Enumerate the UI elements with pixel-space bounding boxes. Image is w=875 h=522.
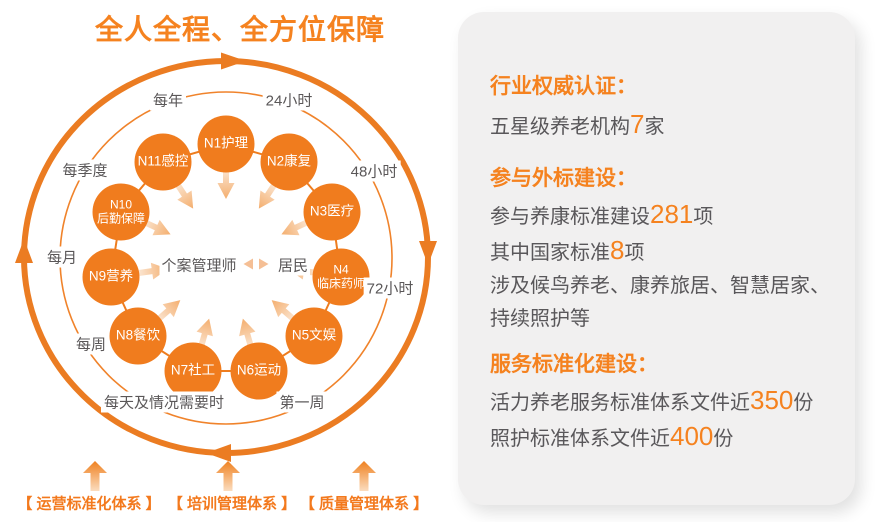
arrowhead-bottom-icon [206,444,231,462]
inward-arrow-n3-icon [281,218,311,236]
cycle-node-n6: N6运动 [230,342,288,400]
bidirectional-arrow-icon [243,258,269,270]
arrowhead-left-icon [15,239,33,263]
inward-arrow-n10-icon [141,218,171,236]
stat-text: 持续照护等 [490,308,590,330]
time-label-annual: 每年 [149,89,187,111]
time-label-24h: 24小时 [262,89,316,111]
stat-text: 家 [644,116,665,138]
stat-text: 项 [624,242,645,264]
panel-section-service-standardization: 服务标准化建设： 活力养老服务标准体系文件近350份 照护标准体系文件近400份 [490,352,831,456]
cycle-node-n3: N3医疗 [303,183,361,241]
system-label-quality: 【 质量管理体系 】 [299,495,429,513]
section-heading: 参与外标建设： [490,167,637,190]
page-title: 全人全程、全方位保障 [94,14,386,45]
node-label: N2康复 [266,153,312,169]
node-label-line2: 后勤保障 [96,211,145,225]
inward-arrow-n11-icon [173,180,194,209]
time-label-weekly: 每周 [72,333,110,355]
section-heading: 行业权威认证： [490,75,637,98]
node-label: N3医疗 [309,203,355,219]
stat-text: 活力养老服务标准体系文件近 [490,392,750,414]
system-up-arrows [83,461,376,491]
up-arrow-3-icon [352,461,376,491]
stats-panel: 行业权威认证： 五星级养老机构7家 参与外标建设： 参与养康标准建设281项 其… [458,12,855,505]
arrowhead-top-icon [221,52,246,70]
stat-line: 五星级养老机构7家 [490,108,831,144]
stat-line: 参与养康标准建设281项 [490,198,831,234]
stat-line: 涉及候鸟养老、康养旅居、智慧居家、 [490,270,831,303]
stat-text: 五星级养老机构 [490,116,630,138]
stat-number: 7 [630,109,645,139]
time-label-monthly: 每月 [43,246,81,268]
up-arrow-1-icon [83,461,107,491]
node-label: N8餐饮 [115,327,161,343]
node-label: N4 [333,262,349,277]
section-heading: 服务标准化建设： [490,353,658,376]
resident-label: 居民 [275,254,311,276]
time-label-quarterly: 每季度 [59,159,111,181]
case-manager-label: 个案管理师 [159,254,239,276]
cycle-node-n11: N11感控 [134,133,192,191]
inward-arrow-n1-icon [217,168,235,199]
stat-text: 参与养康标准建设 [490,206,650,228]
stat-text: 项 [693,206,714,228]
node-label: N1护理 [203,135,249,151]
stat-line: 持续照护等 [490,303,831,336]
cycle-node-n10: N10 后勤保障 [92,183,150,241]
up-arrow-2-icon [216,461,240,491]
cycle-node-n4: N4 临床药师 [312,248,370,306]
cycle-direction-arrowheads [15,52,437,462]
cycle-node-n7: N7社工 [164,342,222,400]
time-label-72h: 72小时 [363,277,417,299]
stat-text: 份 [793,392,814,414]
stat-number: 400 [670,421,714,451]
inward-arrow-n6-icon [239,318,256,350]
panel-section-certification: 行业权威认证： 五星级养老机构7家 [490,74,831,144]
node-label: N6运动 [236,362,282,378]
time-label-first-week: 第一周 [276,391,328,413]
stat-number: 8 [610,235,625,265]
panel-section-external-standards: 参与外标建设： 参与养康标准建设281项 其中国家标准8项 涉及候鸟养老、康养旅… [490,166,831,336]
cycle-node-n1: N1护理 [197,115,255,173]
stat-text: 涉及候鸟养老、康养旅居、智慧居家、 [490,275,830,297]
node-label-line2: 临床药师 [316,276,365,290]
stat-text: 其中国家标准 [490,242,610,264]
inward-arrow-n7-icon [196,318,213,350]
time-label-daily-asneeded: 每天及情况需要时 [100,391,228,413]
stat-number: 281 [650,199,694,229]
inward-arrow-n8-icon [154,300,181,323]
stat-number: 350 [750,385,794,415]
node-label: N9营养 [88,268,134,284]
stat-line: 其中国家标准8项 [490,234,831,270]
system-label-operations: 【 运营标准化体系 】 [17,495,161,513]
cycle-node-n8: N8餐饮 [109,307,167,365]
stat-line: 照护标准体系文件近400份 [490,420,831,456]
node-label: N7社工 [170,362,216,378]
inward-arrow-n5-icon [271,300,298,323]
node-label: N11感控 [137,153,189,169]
system-label-training: 【 培训管理体系 】 [167,495,297,513]
cycle-node-n5: N5文娱 [285,307,343,365]
stat-text: 照护标准体系文件近 [490,428,670,450]
stat-line: 活力养老服务标准体系文件近350份 [490,384,831,420]
cycle-node-n9: N9营养 [82,248,140,306]
time-label-48h: 48小时 [347,160,401,182]
stat-text: 份 [713,428,734,450]
node-label: N5文娱 [291,327,337,343]
arrowhead-right-icon [419,241,437,265]
node-label: N10 [109,197,132,212]
cycle-node-n2: N2康复 [260,133,318,191]
inward-arrow-n2-icon [258,180,279,209]
